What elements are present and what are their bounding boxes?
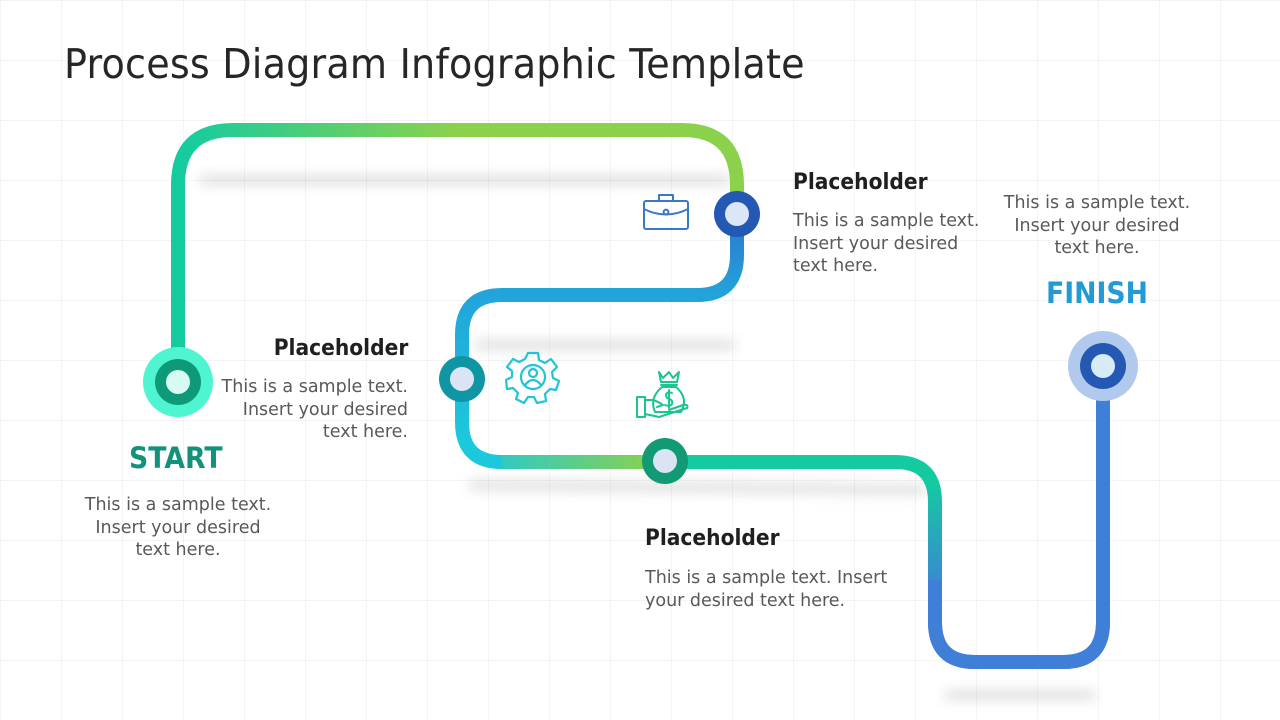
finish-description: This is a sample text. Insert your desir… xyxy=(1003,193,1191,258)
step-1-heading: Placeholder xyxy=(793,170,928,195)
finish-label: FINISH xyxy=(1046,276,1148,310)
step-3-heading: Placeholder xyxy=(645,526,780,551)
start-node xyxy=(143,347,213,417)
step-1-node xyxy=(714,191,760,237)
step-1-description: This is a sample text. Insert your desir… xyxy=(793,211,980,276)
finish-node xyxy=(1068,331,1138,401)
start-label: START xyxy=(129,441,223,475)
briefcase-icon xyxy=(643,194,689,230)
gear-user-icon xyxy=(505,351,561,404)
step-3-description: This is a sample text. Insert your desir… xyxy=(645,568,888,611)
page-title: Process Diagram Infographic Template xyxy=(64,40,805,88)
step-2-node xyxy=(439,356,485,402)
start-description: This is a sample text. Insert your desir… xyxy=(84,495,272,560)
step-2-description: This is a sample text. Insert your desir… xyxy=(221,377,408,442)
step-3-node xyxy=(642,438,688,484)
money-bag-hand-icon xyxy=(636,371,689,418)
step-2-heading: Placeholder xyxy=(273,336,408,361)
